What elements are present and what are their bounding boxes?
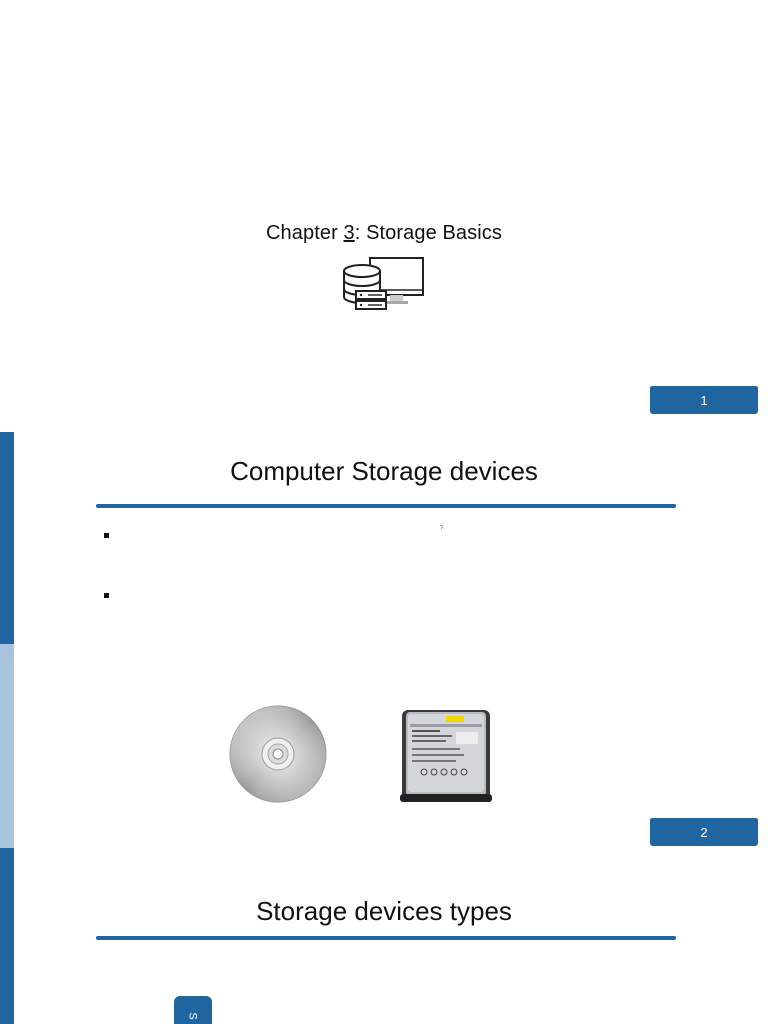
slide-3: Storage devices types S <box>0 864 768 1024</box>
left-accent-bar <box>0 432 14 644</box>
storage-computer-icon <box>343 257 424 310</box>
bullet-marker <box>104 593 109 598</box>
hard-drive-image <box>400 710 492 802</box>
page-number-badge: 1 <box>650 386 758 414</box>
left-accent-bar <box>0 864 14 1024</box>
slide-1: Chapter 3: Storage Basics 1 <box>0 0 768 432</box>
slide-title: Computer Storage devices <box>230 456 538 486</box>
page-number-badge: 2 <box>650 818 758 846</box>
left-accent-bar-light <box>0 644 14 848</box>
cd-disc-image <box>229 705 327 803</box>
chapter-number: 3 <box>343 222 355 244</box>
slide-title: Storage devices types <box>256 896 512 926</box>
stray-mark: ˀ <box>440 524 443 533</box>
left-accent-bar-bottom <box>0 848 14 864</box>
title-underline <box>96 504 676 508</box>
slide-2: Computer Storage devices ˀ <box>0 432 768 864</box>
chapter-title: Chapter 3: Storage Basics <box>266 222 502 244</box>
bullet-marker <box>104 533 109 538</box>
title-underline <box>96 936 676 940</box>
vertical-tab[interactable]: S <box>174 996 212 1024</box>
